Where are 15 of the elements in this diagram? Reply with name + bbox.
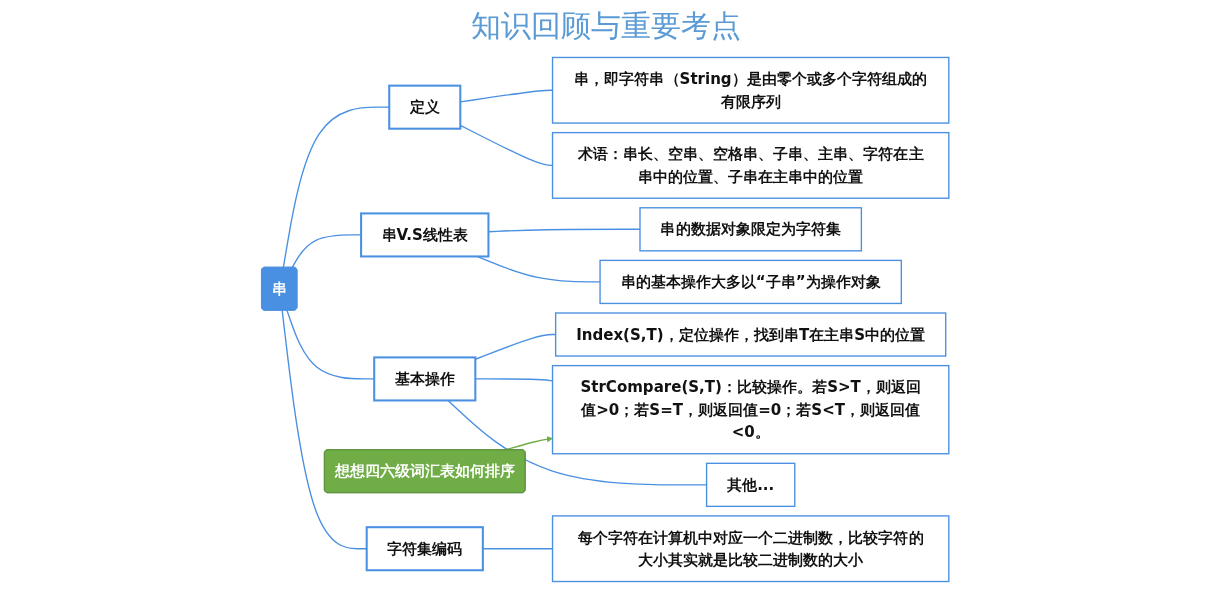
node-box: [599, 259, 903, 304]
mind-map-diagram: 串 定义 串，即字符串（String）是由零个或多个字符组成的有限序列 术语：串长、空串、空格串、子串、主串、字符在主串中的位置、子串在主串中的位置 串V.S线性表 串的数据对象限定为字符集 串的基本操作大多以“子串”为操作对象 基本操作 Index(S,T)，定位操作，找到串T在主串S中的位置 StrCompare(S,T)：比较操作。若S>T，则返回值>0；若S=T，则返回值=0；若S<T，则返回值<0。 其他... 字符集编码 每个字符在计算机中对应一个二进制数，比较字符的大小其实就是比较二进制数的大小 想想四六级词汇表如何排序: [256, 51, 955, 587]
connector: [281, 309, 368, 549]
node-box: [639, 206, 863, 251]
node-box: [373, 355, 477, 401]
node-box: [366, 525, 485, 571]
node-box: [388, 84, 462, 130]
node-box: [552, 514, 950, 582]
node-box: [360, 211, 490, 257]
node-box: [552, 131, 950, 199]
node-box: [555, 311, 947, 357]
diagram-title: 知识回顾与重要考点: [469, 7, 742, 45]
node-box: [552, 56, 950, 124]
node-box: [552, 364, 950, 454]
node-box: [706, 462, 796, 507]
